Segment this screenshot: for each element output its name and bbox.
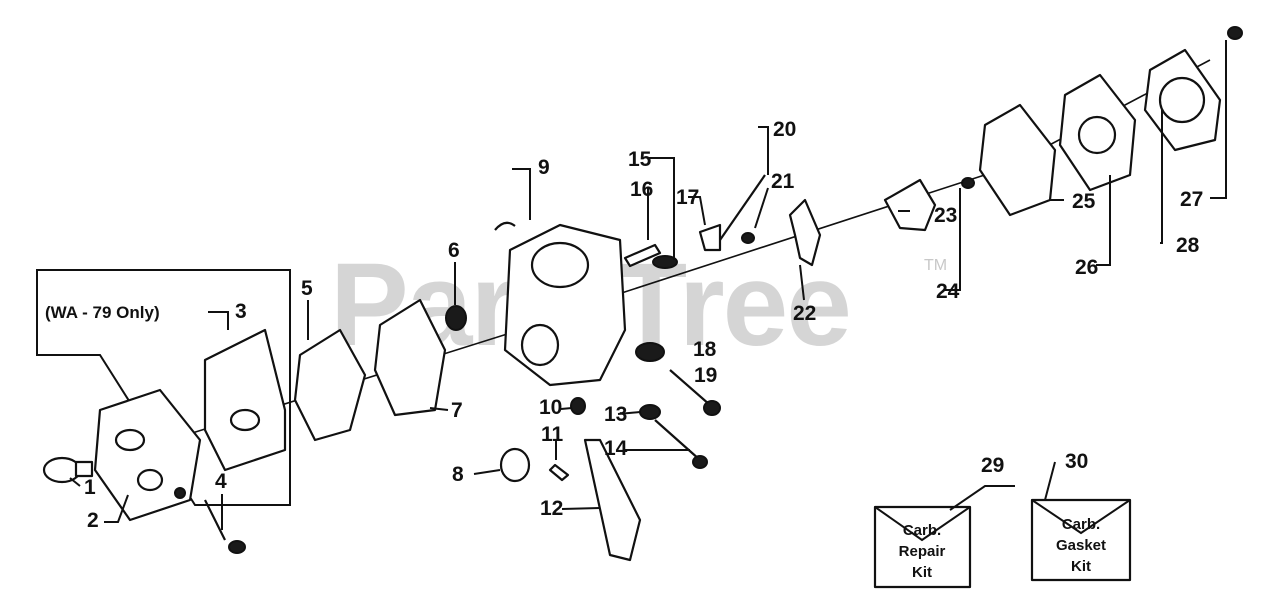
callout-27: 27 — [1180, 188, 1203, 211]
callout-14: 14 — [604, 437, 628, 460]
part-7-diaphragm — [373, 298, 447, 417]
kit-29-line-2: Repair — [899, 543, 946, 560]
part-5-diaphragm-plate — [293, 328, 367, 442]
wa79-note: (WA - 79 Only) — [45, 303, 160, 322]
part-6-plug — [445, 305, 467, 331]
part-28-center — [1158, 76, 1206, 124]
callout-12: 12 — [540, 497, 563, 520]
callout-29: 29 — [981, 454, 1004, 477]
kit-30-envelope — [1030, 498, 1132, 582]
part-19-needle-screw — [669, 369, 721, 416]
part-25-gasket — [978, 103, 1057, 217]
callout-24: 24 — [936, 280, 960, 303]
callout-26: 26 — [1075, 256, 1098, 279]
part-8-disc — [499, 447, 531, 483]
body-bore — [530, 241, 590, 289]
callout-3: 3 — [235, 300, 247, 323]
part-3-gasket — [203, 328, 287, 472]
callout-1: 1 — [84, 476, 96, 499]
part-18-spring — [635, 342, 665, 362]
part-14-needle-screw — [654, 419, 708, 469]
kit-29-envelope — [873, 505, 972, 589]
part-16-pin — [623, 243, 662, 268]
callout-18: 18 — [693, 338, 717, 361]
callout-4: 4 — [215, 470, 227, 493]
kit-29-label: Carb. Repair Kit — [899, 522, 946, 581]
wa79-inset-outline — [36, 269, 291, 506]
part-10-fitting — [570, 397, 586, 415]
part-21-screw — [741, 232, 755, 244]
callout-13: 13 — [604, 403, 627, 426]
part-12-lever — [583, 438, 642, 562]
part-3-gasket-hole — [229, 408, 261, 432]
part-17-lever — [698, 223, 722, 252]
part-9-clip — [494, 221, 516, 231]
callout-28: 28 — [1176, 234, 1200, 257]
kit-30-line-1: Carb. — [1062, 516, 1100, 533]
callout-19: 19 — [694, 364, 717, 387]
kit-30-label: Carb. Gasket Kit — [1056, 516, 1106, 575]
part-23-throttle-plate — [883, 178, 937, 232]
callout-6: 6 — [448, 239, 460, 262]
callout-5: 5 — [301, 277, 313, 300]
part-22-throttle-lever — [788, 198, 822, 267]
callout-23: 23 — [934, 204, 957, 227]
leader-lines — [69, 40, 1227, 530]
callout-16: 16 — [630, 178, 653, 201]
callout-11: 11 — [541, 423, 564, 446]
part-27-screw — [1227, 26, 1243, 40]
callout-8: 8 — [452, 463, 464, 486]
callout-20: 20 — [773, 118, 796, 141]
callout-17: 17 — [676, 186, 699, 209]
part-1-cover-button — [42, 456, 94, 484]
kit-30-line-2: Gasket — [1056, 537, 1106, 554]
callout-15: 15 — [628, 148, 652, 171]
part-2-pump-cover — [93, 388, 202, 522]
part-26-center — [1077, 115, 1117, 155]
callout-2: 2 — [87, 509, 99, 532]
part-15-spring — [652, 255, 678, 269]
kit-29-line-3: Kit — [912, 564, 932, 581]
part-13-spring — [639, 404, 661, 420]
callout-10: 10 — [539, 396, 562, 419]
callout-25: 25 — [1072, 190, 1096, 213]
body-inlet — [520, 323, 560, 367]
part-4-screw — [204, 499, 246, 554]
kit-29-line-1: Carb. — [903, 522, 941, 539]
kit-30-line-3: Kit — [1071, 558, 1091, 575]
callout-21: 21 — [771, 170, 795, 193]
callout-9: 9 — [538, 156, 550, 179]
callout-30: 30 — [1065, 450, 1088, 473]
part-24-screw — [961, 177, 975, 189]
part-11-needle — [548, 463, 570, 482]
watermark-tm: TM — [924, 257, 947, 274]
callout-7: 7 — [451, 399, 463, 422]
part-20-shaft-pin — [719, 174, 766, 241]
callout-labels: 1 2 3 4 5 6 7 8 9 10 11 12 13 14 15 16 1… — [84, 118, 1203, 532]
callout-22: 22 — [793, 302, 816, 325]
